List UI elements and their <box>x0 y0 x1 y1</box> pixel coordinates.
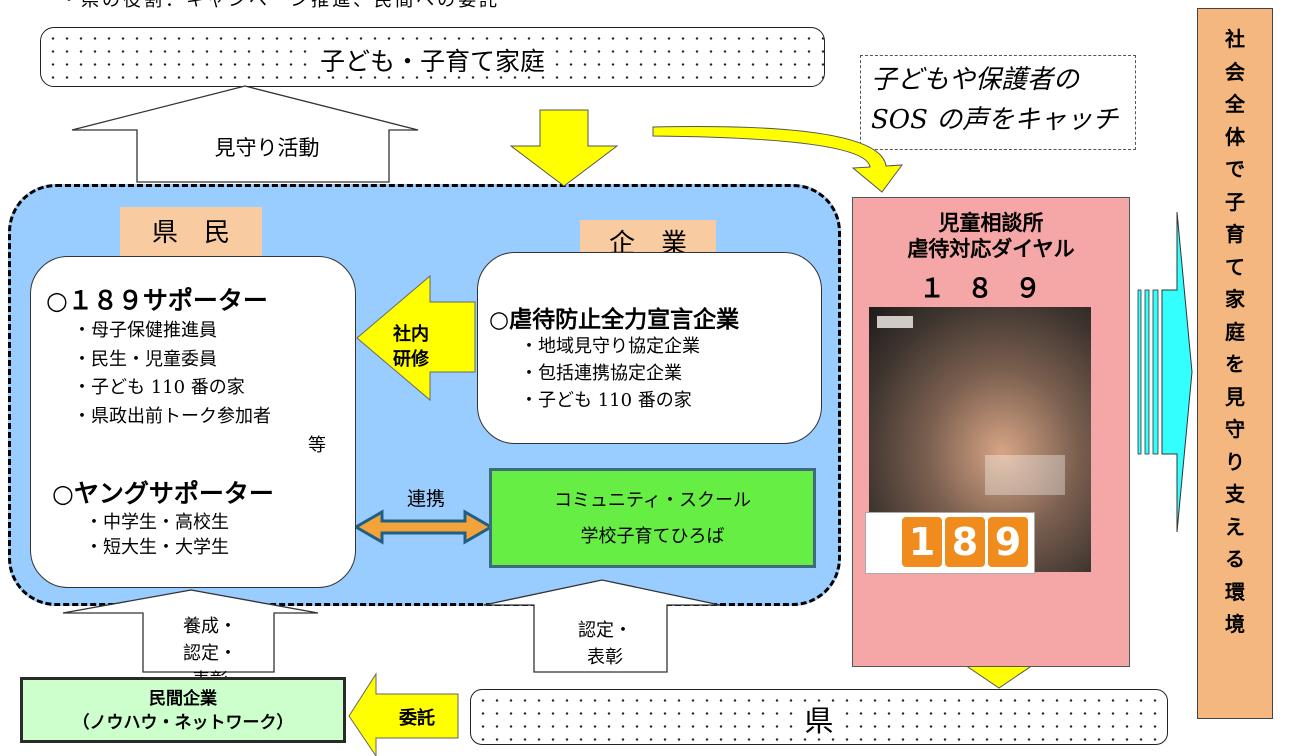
supporter-189-heading: ○１８９サポーター <box>46 286 268 315</box>
kigyou-item: ・地域見守り協定企業 <box>520 336 700 357</box>
consign-left-arrow <box>348 672 459 756</box>
kigyou-heading: ○虐待防止全力宣言企業 <box>489 307 740 333</box>
society-char: 会 <box>1225 59 1245 84</box>
family-down-arrow <box>509 109 619 187</box>
kenmin-tag: 県 民 <box>120 207 262 259</box>
train-line-2: 認定・ <box>183 643 237 664</box>
family-label: 子ども・子育て家庭 <box>315 47 549 76</box>
cyan-stripe-3 <box>1152 289 1159 455</box>
training-label: 社内 研修 <box>388 322 434 372</box>
kigyou-item: ・包括連携協定企業 <box>520 363 682 384</box>
sos-line-1: 子どもや保護者の <box>871 65 1080 95</box>
training-line-2: 研修 <box>393 349 429 370</box>
train-line-1: 養成・ <box>183 616 237 637</box>
kenmin-item: ・子ども 110 番の家 <box>73 377 245 398</box>
watch-label: 見守り活動 <box>214 136 320 160</box>
cyan-stripe-1 <box>1137 289 1142 455</box>
young-supporter-heading: ○ヤングサポーター <box>52 479 274 508</box>
watch-up-arrow <box>71 85 419 183</box>
society-char: 子 <box>1225 189 1245 214</box>
family-box: 子ども・子育て家庭 <box>40 27 825 87</box>
certify-line-1: 認定・ <box>578 620 632 641</box>
certify-label: 認定・ 表彰 <box>560 617 650 671</box>
community-line-2: 学校子育てひろば <box>580 526 725 547</box>
society-char: 守 <box>1225 417 1245 441</box>
sos-note: 子どもや保護者の SOS の声をキャッチ <box>860 55 1136 150</box>
society-char: を <box>1225 352 1245 376</box>
training-line-1: 社内 <box>393 324 429 345</box>
kenmin-item: ・県政出前トーク参加者 <box>73 406 271 427</box>
kigyou-item: ・子ども 110 番の家 <box>520 390 692 411</box>
kenmin-box <box>30 256 356 588</box>
jidou-number: １８９ <box>918 274 1063 304</box>
badge-digit: 8 <box>945 517 985 567</box>
prefecture-label: 県 <box>800 704 838 738</box>
certify-line-2: 表彰 <box>587 647 623 668</box>
consign-label: 委託 <box>399 708 435 729</box>
sos-curved-arrow <box>652 126 904 193</box>
society-box: 社 会 全 体 で 子 育 て 家 庭 を 見 守 り 支 え る 環 境 <box>1197 8 1273 719</box>
community-school-box: コミュニティ・スクール 学校子育てひろば <box>489 468 816 568</box>
society-char: で <box>1225 157 1245 181</box>
society-char: 庭 <box>1225 319 1245 344</box>
training-left-arrow <box>356 274 476 402</box>
cyan-stripe-2 <box>1144 289 1150 455</box>
society-char: る <box>1225 547 1245 571</box>
society-char: 境 <box>1225 612 1245 636</box>
cooperation-double-arrow <box>352 509 495 545</box>
young-item: ・中学生・高校生 <box>85 512 229 533</box>
private-company-box: 民間企業 （ノウハウ・ネットワーク） <box>20 677 346 743</box>
society-char: 体 <box>1225 124 1245 149</box>
kenmin-item: ・母子保健推進員 <box>73 320 217 341</box>
kigyou-box <box>477 252 822 444</box>
cyan-right-arrow <box>1161 211 1193 533</box>
jidou-title-2: 虐待対応ダイヤル <box>907 237 1075 261</box>
society-char: り <box>1225 449 1245 474</box>
society-char: 社 <box>1225 27 1245 51</box>
private-line-2: （ノウハウ・ネットワーク） <box>72 713 294 733</box>
society-char: 家 <box>1225 287 1245 311</box>
society-char: 支 <box>1225 482 1245 506</box>
private-line-1: 民間企業 <box>149 689 217 709</box>
train-up-arrow <box>62 589 319 673</box>
badge-digit: 1 <box>902 517 942 567</box>
society-char: え <box>1225 514 1245 539</box>
kenmin-item-etc: 等 <box>308 435 326 456</box>
society-char: 育 <box>1225 222 1245 246</box>
society-char: て <box>1225 254 1245 279</box>
top-caption: ・県の役割：キャンペーン推進、民間への委託 <box>60 0 501 11</box>
society-char: 全 <box>1225 92 1245 116</box>
badge-digit: 9 <box>988 517 1028 567</box>
cooperation-label: 連携 <box>406 488 445 510</box>
community-line-1: コミュニティ・スクール <box>554 490 751 511</box>
society-char: 環 <box>1225 579 1245 604</box>
certify-up-arrow <box>483 579 721 673</box>
kenmin-item: ・民生・児童委員 <box>73 349 217 370</box>
jidou-title: 児童相談所 虐待対応ダイヤル <box>853 210 1129 262</box>
young-item: ・短大生・大学生 <box>85 537 229 558</box>
sos-line-2: SOS の声をキャッチ <box>871 105 1119 135</box>
jidou-title-1: 児童相談所 <box>938 211 1044 235</box>
poster-caption-area <box>985 455 1065 495</box>
society-char: 見 <box>1225 384 1245 409</box>
prefecture-box: 県 <box>470 689 1168 745</box>
poster-logo <box>877 316 913 328</box>
